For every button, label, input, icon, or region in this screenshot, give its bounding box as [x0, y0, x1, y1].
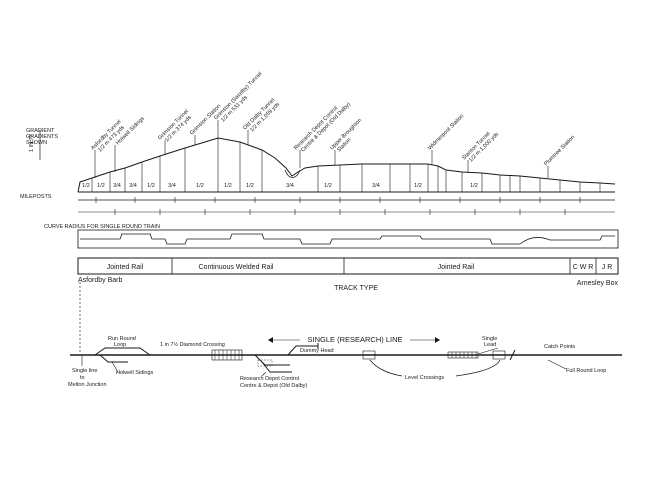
level-crossing-curve-1 — [369, 359, 403, 377]
track-type-bar: Jointed Rail Continuous Welded Rail Join… — [77, 257, 619, 292]
track-end-left: Asfordby Barb — [78, 277, 122, 284]
gradient-value: 1/2 — [97, 183, 105, 189]
station-label-widmerpool: Widmerpool Station — [427, 113, 465, 151]
gradient-value: 1/2 — [82, 183, 90, 189]
mileposts-label: MILEPOSTS — [20, 194, 52, 200]
gradient-value: 3/4 — [372, 183, 380, 189]
holwell-sidings-label: Holwell Sidings — [116, 370, 154, 376]
curve-profile — [80, 233, 615, 245]
track-type-jr: J R — [602, 264, 613, 271]
gradient-value: 3/4 — [168, 183, 176, 189]
level-crossing-1 — [362, 350, 376, 360]
research-depot-label-2: Centre & Depot (Old Dalby) — [240, 383, 307, 389]
gradient-note-line-3: SHOWN — [26, 140, 47, 146]
dummy-head-label: Dummy Head — [300, 348, 334, 354]
single-line-to-3: Melton Junction — [68, 382, 107, 388]
gradient-note-line-1: GRADIENT — [26, 128, 55, 134]
diamond-crossing-label: 1 in 7½ Diamond Crossing — [160, 341, 225, 348]
run-round-loop-label-1: Run Round — [108, 336, 136, 342]
research-depot-label-1: Research Depot Control — [240, 376, 299, 382]
track-type-cwr-short: C W R — [573, 264, 594, 271]
track-type-frame — [77, 257, 619, 275]
gradient-value: 3/4 — [286, 183, 294, 189]
gradient-value: 3/4 — [129, 183, 137, 189]
single-lead-hatch — [451, 352, 477, 358]
track-type-jointed-1: Jointed Rail — [107, 264, 144, 271]
depot-siding-2 — [261, 361, 292, 373]
gradient-profile: GRADIENT GRADIENTS SHOWN 1 IN 77 — [20, 71, 616, 215]
single-line-to-2: to — [80, 375, 85, 381]
track-type-jointed-2: Jointed Rail — [438, 264, 475, 271]
holwell-sidings-track — [99, 354, 128, 363]
run-round-loop-track — [94, 347, 151, 356]
gradient-value: 1/2 — [324, 183, 332, 189]
curve-label: CURVE RADIUS FOR SINGLE ROUND TRAIN — [44, 224, 160, 230]
level-crossing-2 — [492, 350, 506, 360]
single-lead-label-2: Lead — [484, 342, 496, 348]
full-round-loop-label: Full Round Loop — [566, 368, 606, 374]
single-lead-zone — [447, 351, 479, 359]
gradient-note-line-2: GRADIENTS — [26, 134, 58, 140]
gradient-value: 1/2 — [147, 183, 155, 189]
diamond-crossing-hatch — [214, 350, 240, 360]
single-line-title: SINGLE (RESEARCH) LINE — [307, 335, 402, 344]
dummy-head-track — [287, 345, 318, 356]
station-label-plumtree: Plumtree Station — [543, 134, 576, 167]
track-end-right: Arnesley Box — [577, 280, 619, 287]
station-leaders — [94, 120, 549, 178]
track-layout: SINGLE (RESEARCH) LINE Single line to Me… — [68, 282, 622, 389]
depot-siding-1 — [254, 354, 290, 366]
track-type-cwr-long: Continuous Welded Rail — [199, 264, 274, 271]
level-crossings-label: Level Crossings — [405, 375, 444, 381]
gradient-value: 1/2 — [470, 183, 478, 189]
gradient-value: 1/2 — [414, 183, 422, 189]
curve-strip: CURVE RADIUS FOR SINGLE ROUND TRAIN — [44, 224, 619, 249]
curve-strip-frame — [77, 229, 619, 249]
track-type-title: TRACK TYPE — [334, 285, 378, 292]
catch-points-label: Catch Points — [544, 344, 575, 350]
gradient-scale-label: 1 IN 77 — [29, 134, 35, 152]
gradient-value: 3/4 — [113, 183, 121, 189]
profile-outline — [77, 137, 616, 193]
gradient-value: 1/2 — [246, 183, 254, 189]
single-line-to-1: Single line — [72, 368, 97, 374]
level-crossing-curve-2 — [455, 359, 501, 377]
gradient-value: 1/2 — [224, 183, 232, 189]
single-lead-label-1: Single — [482, 336, 497, 342]
profile-dip — [284, 169, 301, 178]
milepost-ticks — [95, 197, 581, 203]
scale-ticks — [114, 209, 566, 215]
run-round-loop-label-2: Loop — [114, 342, 126, 348]
gradient-value: 1/2 — [196, 183, 204, 189]
grade-markers — [91, 138, 601, 192]
